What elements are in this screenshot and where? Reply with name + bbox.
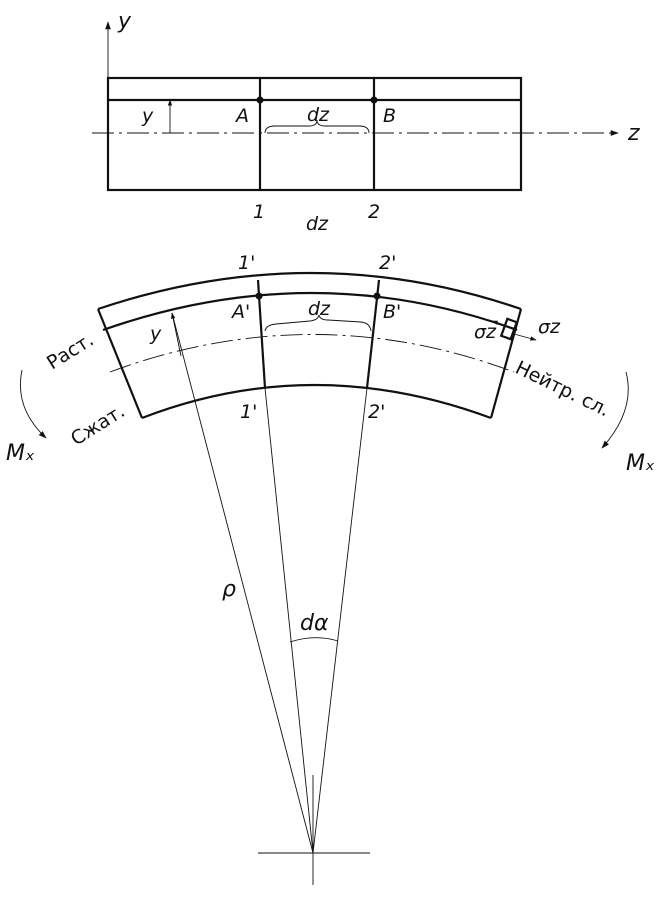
point-b-bent-label: B' xyxy=(383,301,401,323)
neutral-layer-label: Нейтр. сл. xyxy=(512,357,613,422)
point-a-dot xyxy=(256,96,264,104)
point-b-dot xyxy=(370,96,378,104)
section-2-label: 2 xyxy=(368,201,380,223)
upper-layer-arc xyxy=(102,291,518,332)
z-axis-label: z xyxy=(627,121,640,146)
point-a-bent-label: A' xyxy=(230,301,250,323)
y-axis-label: y xyxy=(117,9,132,34)
dz-brace xyxy=(264,119,370,134)
section-2-bottom-label: 2' xyxy=(368,401,385,423)
moment-arrow-right xyxy=(601,371,629,449)
y-dimension-label: y xyxy=(141,105,154,127)
section-1-bottom-label: 1' xyxy=(240,401,257,423)
point-a-bent-dot xyxy=(255,292,263,300)
y-bent-label: y xyxy=(149,323,162,345)
beam-outline xyxy=(106,76,523,192)
dz-below-label: dz xyxy=(306,213,329,235)
dalpha-label: dα xyxy=(300,611,329,636)
section-1-top-label: 1' xyxy=(238,252,255,274)
point-a-label: A xyxy=(234,105,249,127)
sigma-inner-label: σz xyxy=(474,321,497,343)
section-2-top-label: 2' xyxy=(379,252,396,274)
radius-left xyxy=(171,312,314,854)
dz-inner-label: dz xyxy=(307,104,330,126)
tension-label: Раст. xyxy=(43,329,98,375)
dz-bent-brace xyxy=(264,314,372,332)
sigma-outer-label: σz xyxy=(538,316,561,338)
sigma-arrow-left xyxy=(491,320,505,326)
moment-right-label: Mₓ xyxy=(626,451,655,476)
inner-arc xyxy=(141,383,492,420)
rho-label: ρ xyxy=(222,577,236,602)
outer-arc xyxy=(97,271,522,311)
stress-element xyxy=(499,317,519,341)
radius-section-1 xyxy=(264,387,314,854)
dz-bent-label: dz xyxy=(308,298,331,320)
moment-left-label: Mₓ xyxy=(6,441,35,466)
dalpha-arc xyxy=(289,637,339,643)
point-b-label: B xyxy=(383,105,396,127)
compression-label: Сжат. xyxy=(67,400,129,450)
left-end xyxy=(96,308,144,419)
radius-section-2 xyxy=(312,387,368,854)
point-b-bent-dot xyxy=(373,292,381,300)
bent-beam: 1' 2' A' B' dz y σz σz Раст. Сжат. Нейтр… xyxy=(6,252,655,885)
sigma-arrow-right xyxy=(513,333,537,341)
moment-arrow-left xyxy=(19,369,47,439)
neutral-layer-arc xyxy=(109,334,515,373)
section-1-label: 1 xyxy=(253,201,265,223)
straight-beam: y z y A B dz 1 2 dz xyxy=(92,9,640,235)
